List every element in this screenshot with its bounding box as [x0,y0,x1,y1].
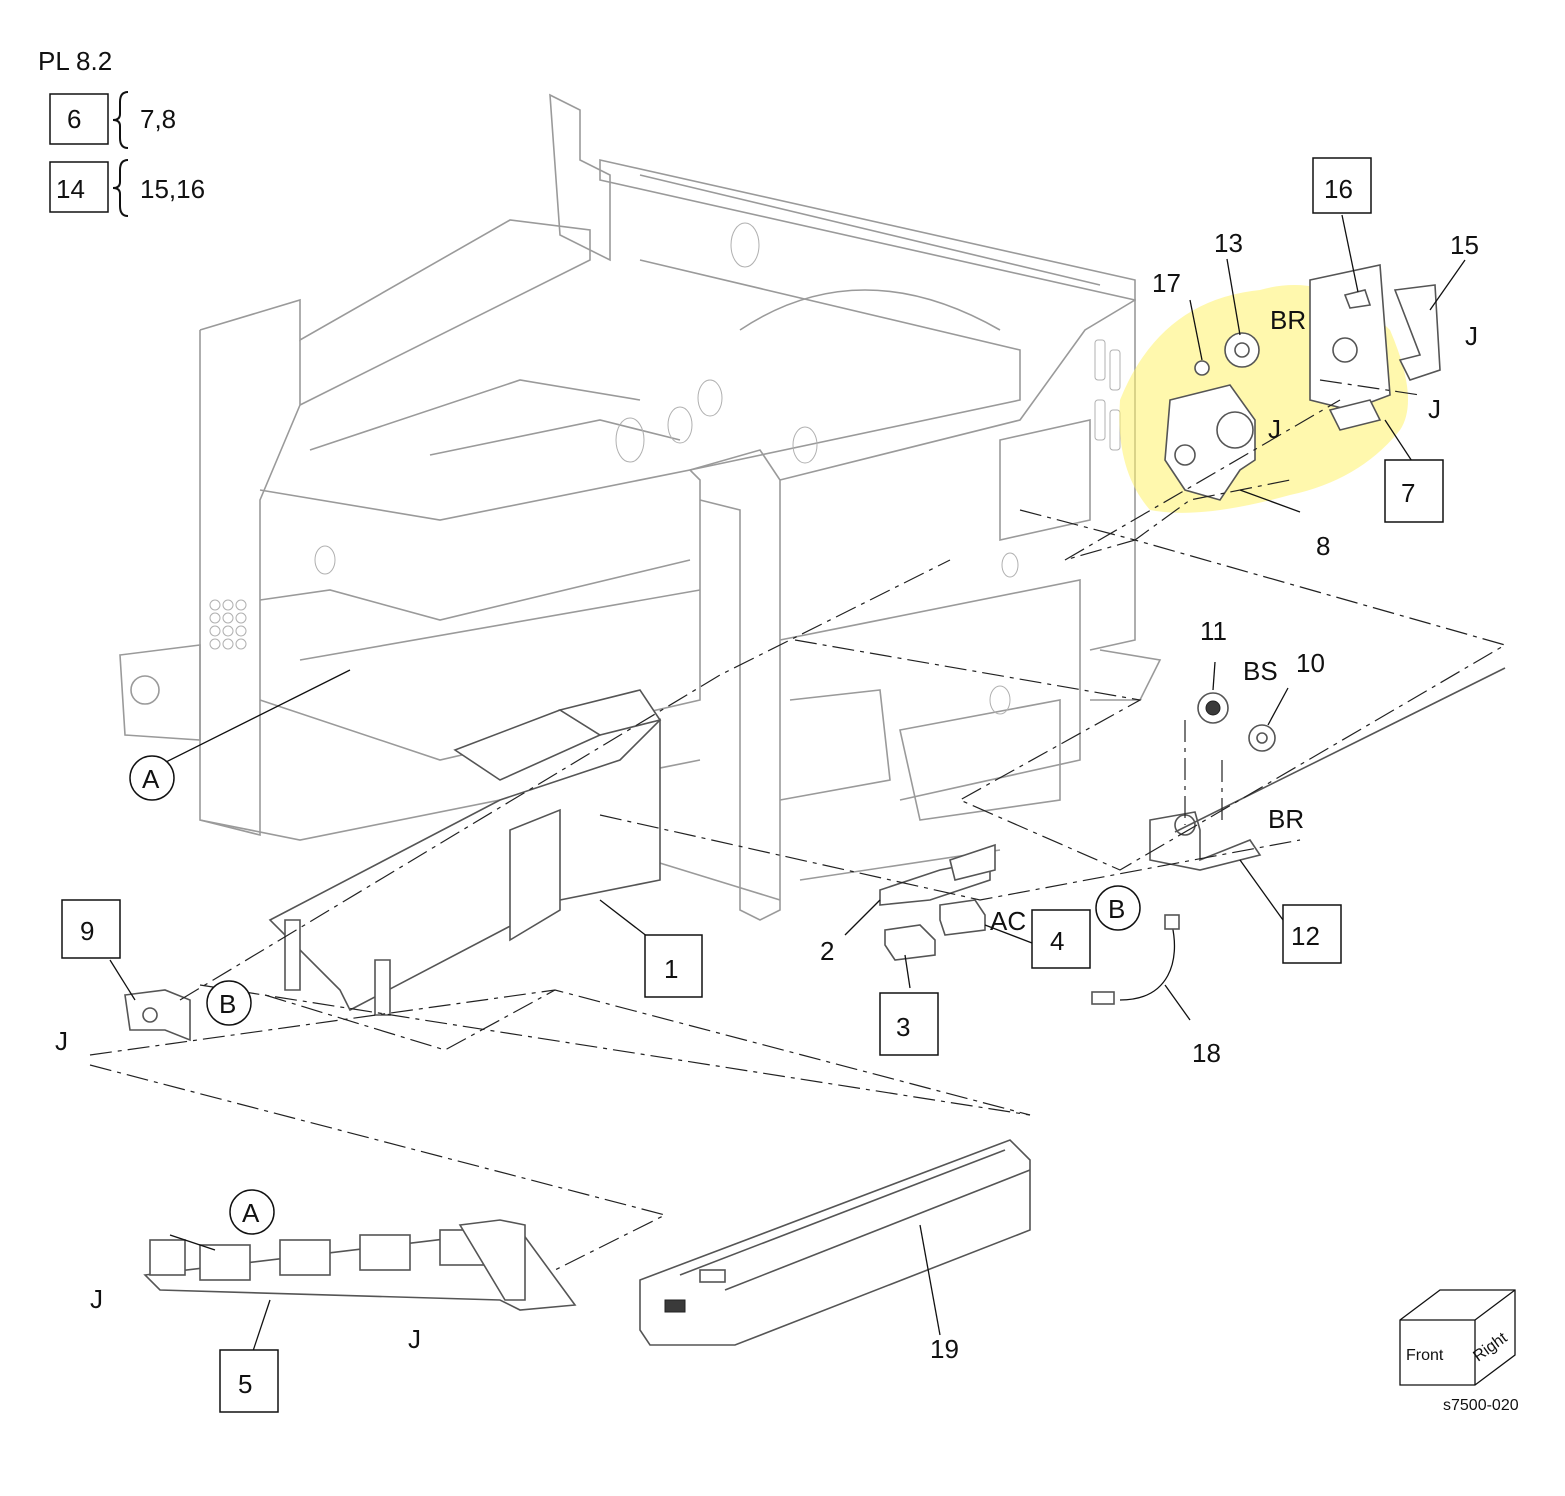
ref-ac: AC [990,906,1026,936]
orientation-cube: Front Right [1399,1289,1516,1386]
part-18-harness [1119,924,1176,1001]
kit-box-6 [49,93,109,145]
ref-circle-a-1 [129,755,175,801]
ref-j-6: J [408,1324,421,1354]
part-7-bracket [1309,264,1391,431]
box-16 [1312,157,1372,214]
part-1-housing [268,689,662,1016]
ref-j-5: J [90,1284,103,1314]
ref-j-1: J [1465,321,1478,351]
assembly-lines [89,379,1507,1271]
ref-br-bottom: BR [1268,804,1304,834]
callout-17: 17 [1152,268,1181,298]
callout-11: 11 [1200,616,1227,646]
kit-contents-14: 15,16 [140,174,205,204]
brace-6 [112,91,129,149]
page-ref: PL 8.2 [38,46,112,76]
box-12 [1282,904,1342,964]
ref-a-2: A [242,1198,260,1228]
box-3 [879,992,939,1056]
callout-1: 1 [664,954,678,984]
cube-right: Right [1470,1329,1511,1365]
callout-15: 15 [1450,230,1479,260]
kit-number-6: 6 [67,104,81,134]
part-8-drive-assembly [1164,384,1256,501]
callout-19: 19 [930,1334,959,1364]
callout-2: 2 [820,936,834,966]
ref-j-2: J [1428,394,1441,424]
ref-br-top: BR [1270,305,1306,335]
kit-contents-6: 7,8 [140,104,176,134]
callout-leaders [109,214,1466,1376]
cube-front: Front [1406,1347,1444,1364]
box-9 [61,899,121,959]
figure-id: s7500-020 [1443,1397,1519,1414]
kit-box-14 [49,161,109,213]
callout-5: 5 [238,1369,252,1399]
callout-12: 12 [1291,921,1320,951]
ref-circle-b-2 [1095,885,1141,931]
ref-b-1: B [219,989,236,1019]
box-4 [1031,909,1091,969]
callout-7: 7 [1401,478,1415,508]
brace-14 [112,159,129,217]
ref-circle-a-2 [229,1189,275,1235]
ref-circle-b-1 [206,980,252,1026]
ref-a-1: A [142,764,160,794]
callout-18: 18 [1192,1038,1221,1068]
callout-8: 8 [1316,531,1330,561]
ref-j-4: J [55,1026,68,1056]
callout-10: 10 [1296,648,1325,678]
part-2-bracket [879,843,996,906]
part-17-nut [1194,360,1210,376]
part-3-sensor [884,924,936,961]
part-15-bracket [1393,284,1441,381]
callout-13: 13 [1214,228,1243,258]
ref-j-3: J [1268,414,1281,444]
shaft [1174,667,1506,833]
part-9-bracket [124,989,191,1042]
callout-3: 3 [896,1012,910,1042]
box-7 [1384,459,1444,523]
printer-frame [119,93,1162,921]
callout-4: 4 [1050,926,1064,956]
box-1 [644,934,703,998]
kit-number-14: 14 [56,174,85,204]
box-5 [219,1349,279,1413]
callout-9: 9 [80,916,94,946]
callout-16: 16 [1324,174,1353,204]
part-5-rail [143,1219,577,1311]
ref-bs: BS [1243,656,1278,686]
part-19-cartridge [639,1139,1031,1346]
part-4-sensor [939,899,986,936]
ref-b-2: B [1108,894,1125,924]
